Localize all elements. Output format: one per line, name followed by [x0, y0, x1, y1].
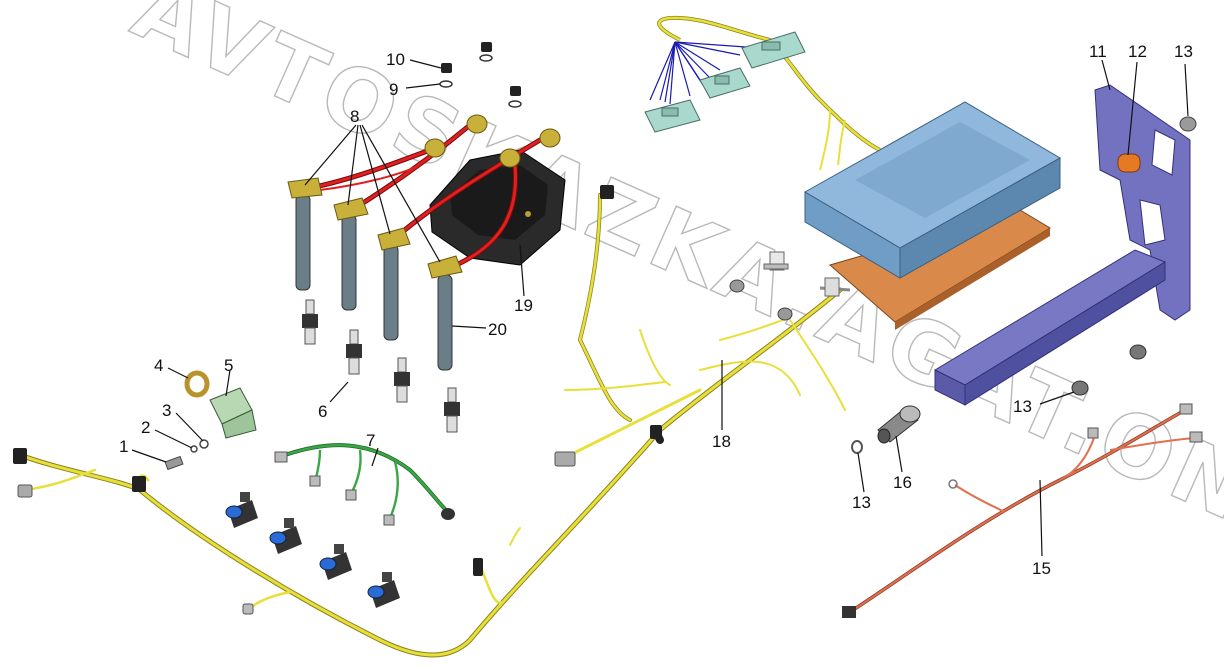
- harness-connector: [842, 606, 856, 618]
- nut: [1179, 116, 1197, 132]
- callout-1: 1: [119, 437, 128, 456]
- spark-plug: [346, 329, 362, 375]
- harness-connector: [600, 185, 614, 199]
- bolt: [164, 455, 184, 471]
- callout-18: 18: [712, 432, 731, 451]
- callout-2: 2: [141, 418, 150, 437]
- callout-19: 19: [514, 296, 533, 315]
- ignition-wires: [307, 122, 543, 271]
- callout-16: 16: [893, 473, 912, 492]
- harness-connector: [132, 476, 146, 492]
- callout-6: 6: [318, 402, 327, 421]
- ring-terminal: [948, 479, 958, 489]
- callout-3: 3: [162, 401, 171, 420]
- harness-connector: [650, 425, 662, 439]
- o-ring: [199, 439, 209, 449]
- callout-13-bracket: 13: [1013, 397, 1032, 416]
- spark-plug-boots: [287, 114, 561, 371]
- multi-pin-connector: [644, 99, 701, 133]
- callout-12: 12: [1128, 42, 1147, 61]
- small-parts: [164, 42, 522, 471]
- callout-9: 9: [389, 80, 398, 99]
- hardware: [729, 116, 1197, 454]
- nut: [729, 279, 745, 293]
- callout-7: 7: [366, 431, 375, 450]
- injector-harness: [274, 443, 455, 526]
- top-nuts: [439, 42, 522, 108]
- ecu-housing-side: [899, 157, 1061, 279]
- multi-pin-connector: [741, 31, 806, 69]
- harness-connector: [1189, 431, 1203, 443]
- harness-connector: [309, 475, 321, 487]
- washer: [851, 440, 863, 454]
- fuel-injectors: [225, 492, 400, 608]
- fuel-injector: [367, 572, 400, 608]
- ecu-bracket: [933, 84, 1191, 406]
- ignition-coil: [429, 149, 566, 266]
- washer: [190, 445, 198, 453]
- nut: [1129, 344, 1147, 360]
- harness-connector: [554, 451, 576, 467]
- spark-plugs: [302, 299, 460, 433]
- multi-pin-connector: [699, 67, 751, 99]
- leader-lines: [131, 59, 1189, 557]
- callout-13-top: 13: [1174, 42, 1193, 61]
- callout-10: 10: [386, 50, 405, 69]
- main-harness-branch-left: [23, 468, 97, 492]
- fuel-injector: [319, 544, 352, 580]
- callout-8: 8: [350, 107, 359, 126]
- callout-labels: 1 2 3 4 5 6 7 8 9 10 11 12 13 13 13 15 1…: [119, 42, 1193, 578]
- callout-15: 15: [1032, 559, 1051, 578]
- harness-connector: [13, 448, 27, 464]
- callout-11: 11: [1089, 42, 1107, 61]
- spark-plug: [302, 299, 318, 345]
- bushing: [1117, 153, 1141, 173]
- main-harness-trunk: [17, 287, 843, 658]
- harness-connector: [383, 514, 395, 526]
- harness-connector: [473, 558, 483, 576]
- fuel-injector: [225, 492, 258, 528]
- spark-plug: [444, 387, 460, 433]
- ecu-assembly: [763, 101, 1062, 330]
- harness-connector: [345, 489, 357, 501]
- ecu-connector-harness: [644, 15, 881, 171]
- main-wiring-harness: [13, 185, 846, 658]
- sensor-harness: [842, 403, 1203, 618]
- bracket-part: [209, 387, 257, 439]
- spark-plug: [394, 357, 410, 403]
- harness-connector: [1087, 427, 1099, 439]
- seal-ring: [184, 370, 210, 398]
- callout-20: 20: [488, 320, 507, 339]
- nut: [777, 307, 793, 321]
- harness-connector: [1179, 403, 1193, 415]
- harness-connector: [441, 508, 455, 520]
- nut: [1071, 380, 1089, 396]
- fuel-injector: [269, 518, 302, 554]
- harness-connector: [17, 484, 33, 498]
- harness-connector: [242, 603, 254, 615]
- sensor: [877, 405, 921, 444]
- callout-5: 5: [224, 356, 233, 375]
- harness-connector: [274, 451, 288, 463]
- callout-4: 4: [154, 356, 163, 375]
- callout-13-washer: 13: [852, 493, 871, 512]
